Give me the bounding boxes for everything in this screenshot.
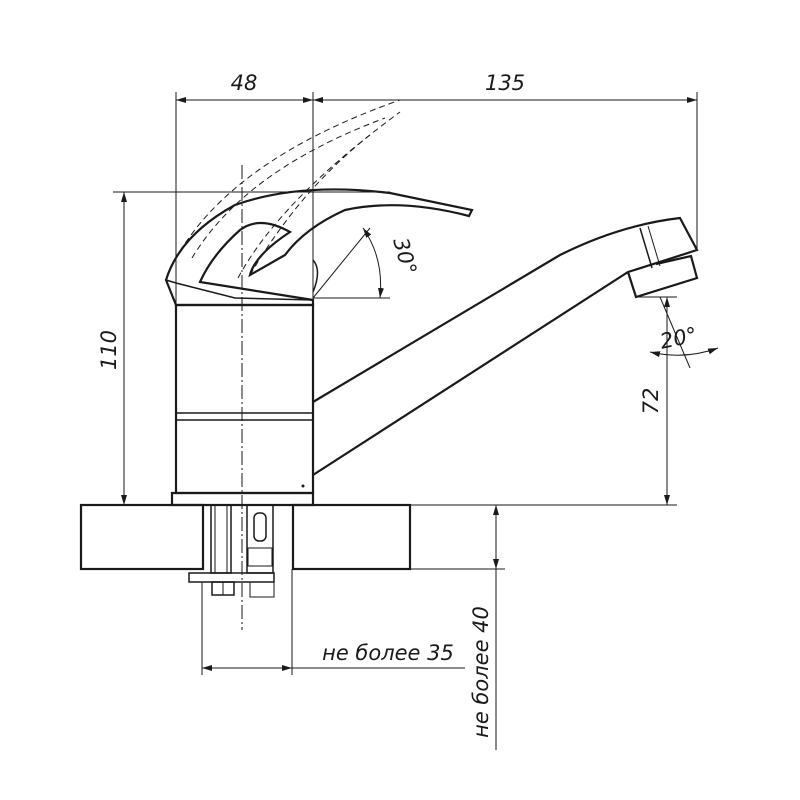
dim-lever-angle: 30° bbox=[388, 235, 421, 277]
dim-max-hole: не более 40 bbox=[469, 606, 493, 738]
dim-max-thickness: не более 35 bbox=[322, 641, 454, 665]
dim-spout-angle: 20° bbox=[658, 323, 699, 354]
dim-height: 110 bbox=[97, 330, 121, 370]
dim-spout-reach: 135 bbox=[485, 71, 525, 95]
spout bbox=[312, 216, 699, 476]
dimension-lines bbox=[121, 97, 719, 750]
extension-lines bbox=[113, 92, 698, 675]
faucet-body bbox=[174, 303, 315, 495]
dim-spout-height: 72 bbox=[639, 388, 663, 415]
dim-body-width: 48 bbox=[231, 71, 258, 95]
dimension-labels: 48 135 110 72 30° 20° не более 35 не бол… bbox=[97, 71, 699, 738]
countertop bbox=[79, 503, 412, 571]
lever-handle bbox=[164, 188, 474, 307]
